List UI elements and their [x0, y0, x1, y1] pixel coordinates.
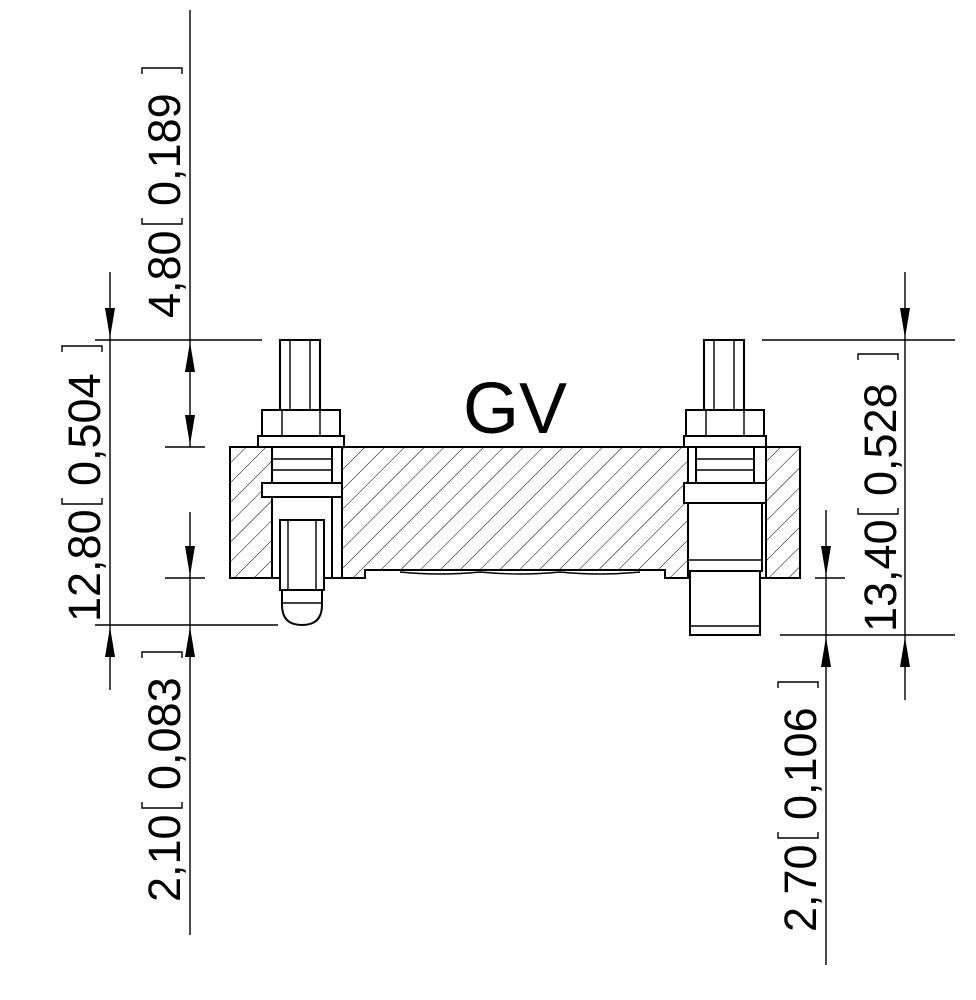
dimension-bottom-right: 2,70 0,106: [775, 681, 826, 932]
dimension-value: 13,40: [855, 519, 906, 632]
right-stud: [683, 339, 767, 636]
dimension-right: 13,40 0,528: [855, 353, 906, 632]
dimension-inch: 0,106: [775, 707, 826, 820]
dimension-left: 12,80 0,504: [59, 345, 110, 622]
dimension-inch: 0,504: [59, 373, 110, 486]
dimension-inch: 0,528: [855, 383, 906, 496]
dimension-value: 4,80: [139, 230, 190, 318]
dimension-value: 12,80: [59, 509, 110, 622]
left-stud: [257, 339, 345, 627]
dimension-arrows: [105, 308, 910, 667]
dimension-inch: 0,083: [139, 677, 190, 790]
dimension-bottom-left: 2,10 0,083: [139, 651, 190, 902]
dimension-top-left: 4,80 0,189: [139, 67, 190, 318]
dimension-lines: [95, 10, 955, 965]
dimension-value: 2,10: [139, 814, 190, 902]
dimension-inch: 0,189: [139, 93, 190, 206]
dimension-value: 2,70: [775, 844, 826, 932]
part-label: GV: [463, 369, 567, 449]
